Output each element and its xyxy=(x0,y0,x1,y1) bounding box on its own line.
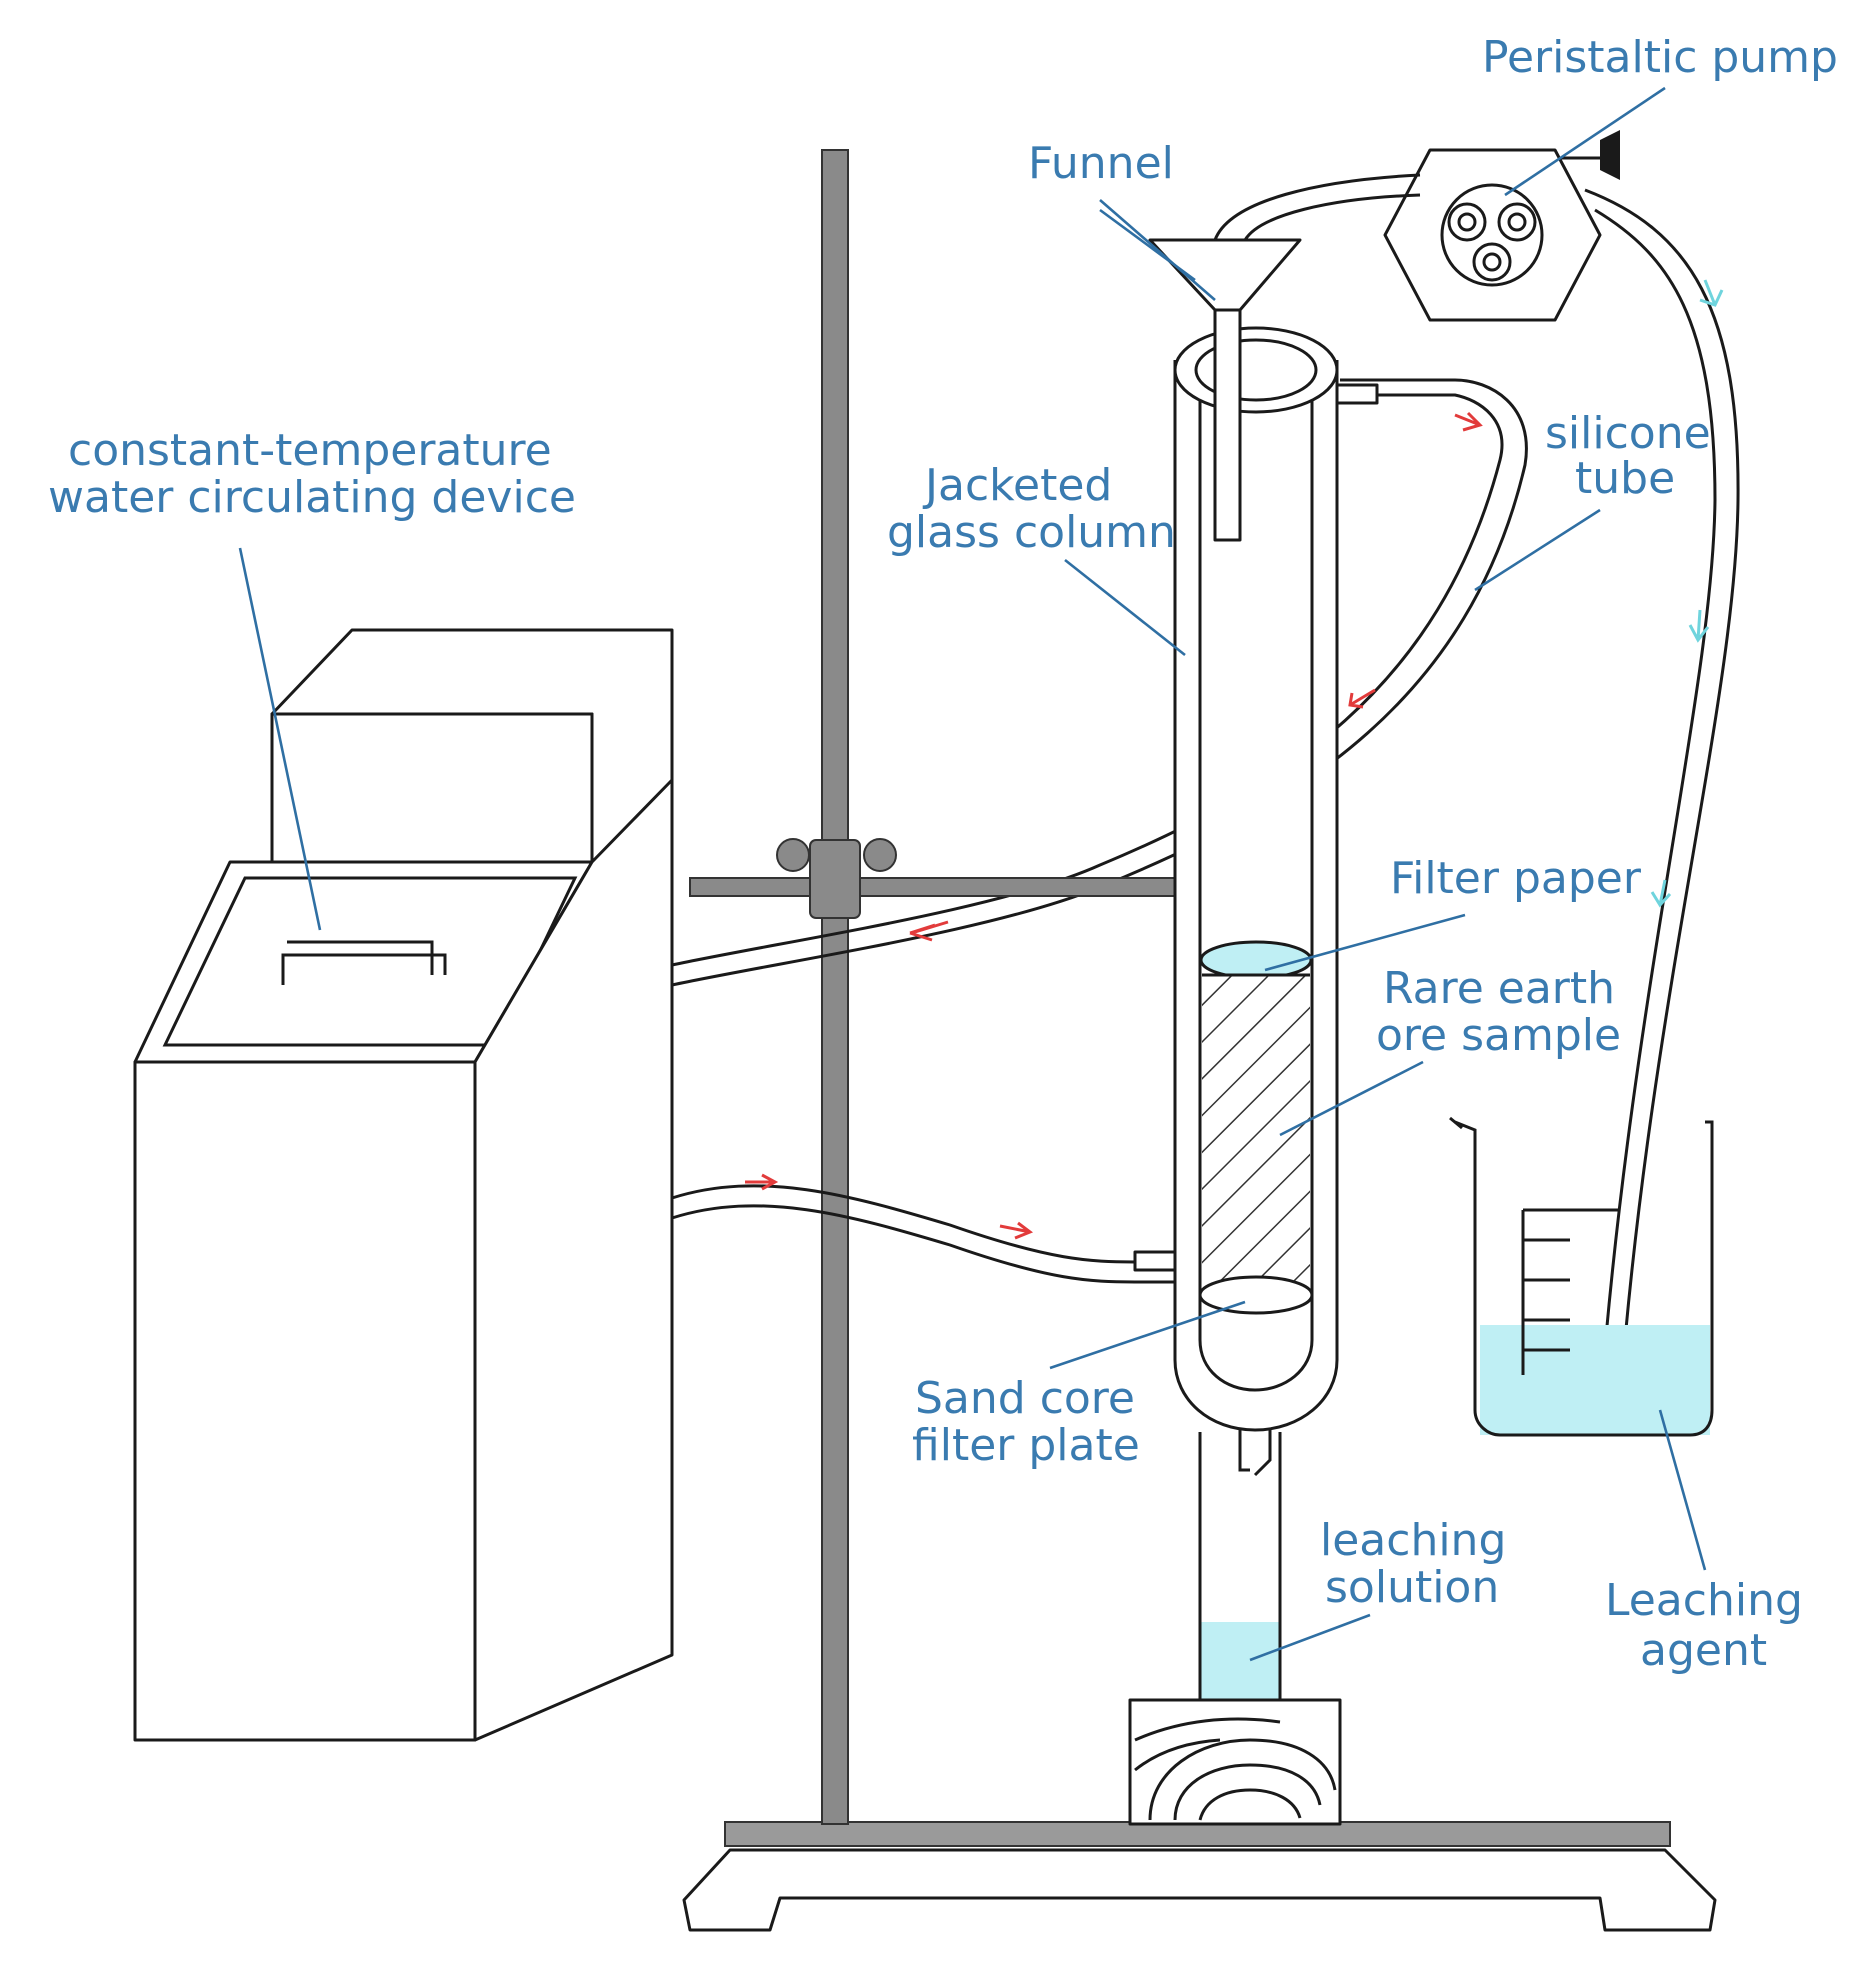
label-silicone-tube-line1: silicone xyxy=(1545,408,1711,459)
feed-tube xyxy=(1213,173,1421,241)
label-leaching-agent-line2: agent xyxy=(1640,1625,1767,1676)
label-column-line2: glass column xyxy=(887,507,1176,558)
label-water-device-line2: water circulating device xyxy=(48,472,576,523)
label-peristaltic-pump: Peristaltic pump xyxy=(1482,32,1838,83)
collection-tube xyxy=(1198,1432,1282,1702)
stand-base xyxy=(682,1821,1717,1932)
label-leaching-agent-line1: Leaching xyxy=(1605,1575,1803,1626)
water-circulating-device xyxy=(133,628,674,1742)
label-leaching-solution-line1: leaching xyxy=(1320,1515,1506,1566)
label-silicone-tube-line2: tube xyxy=(1575,453,1675,504)
label-filter-paper: Filter paper xyxy=(1390,853,1642,904)
beaker xyxy=(1449,1116,1714,1437)
label-column-line1: Jacketed xyxy=(922,460,1112,511)
label-sand-core-line1: Sand core xyxy=(915,1373,1135,1424)
wood-block xyxy=(1128,1698,1342,1826)
feed-tube-inner xyxy=(1243,193,1421,241)
label-ore-line2: ore sample xyxy=(1376,1010,1621,1061)
label-funnel: Funnel xyxy=(1028,138,1174,189)
leader-lines xyxy=(238,86,1707,1662)
jacketed-glass-column xyxy=(1133,326,1379,1477)
peristaltic-pump xyxy=(1383,130,1620,322)
agent-tube xyxy=(1584,188,1740,1411)
label-leaching-solution-line2: solution xyxy=(1325,1562,1499,1613)
label-ore-line1: Rare earth xyxy=(1383,963,1615,1014)
label-water-device-line1: constant-temperature xyxy=(68,425,552,476)
support-rod xyxy=(821,149,849,1825)
funnel xyxy=(1148,238,1302,542)
label-sand-core-line2: filter plate xyxy=(912,1420,1140,1471)
